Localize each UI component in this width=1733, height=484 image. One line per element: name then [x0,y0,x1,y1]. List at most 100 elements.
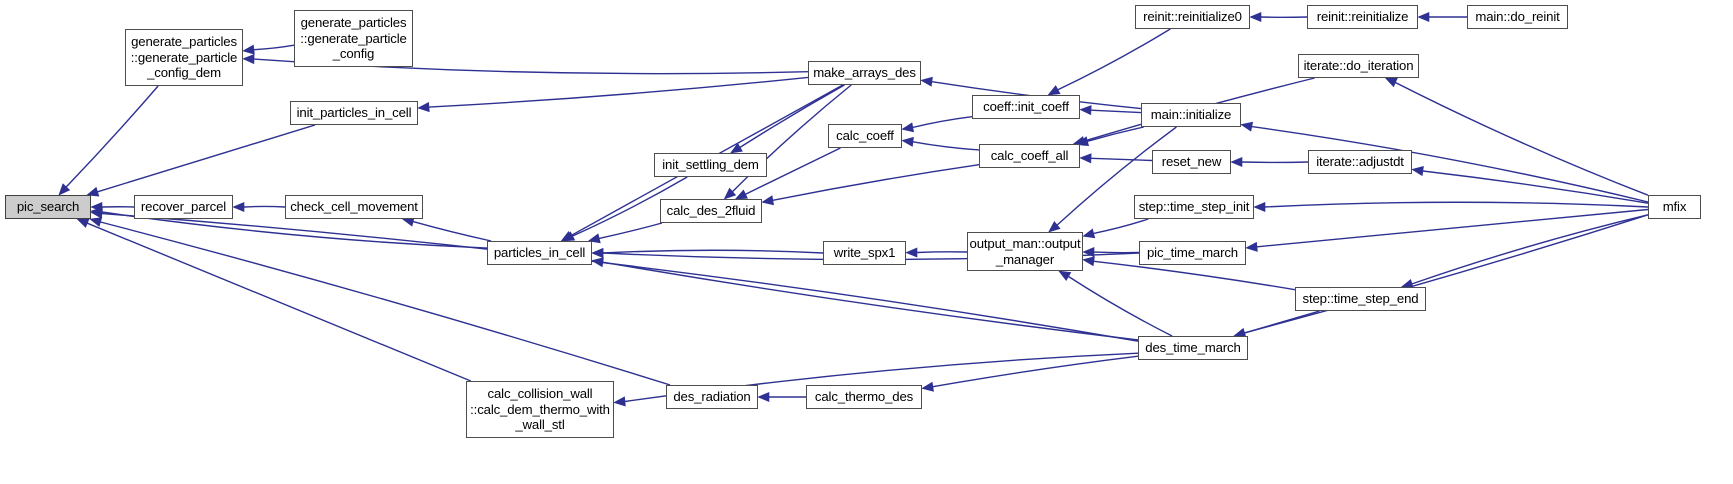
graph-edge-arrowhead [723,187,737,200]
graph-edge-arrowhead [1417,11,1430,23]
graph-node-label: mfix [1662,199,1687,215]
graph-node-label: calc_des_2fluid [666,203,756,219]
graph-node-calc_coeff_all[interactable]: calc_coeff_all [979,144,1080,168]
graph-edge-mfix-to-main_initialize [1251,125,1649,203]
graph-node-calc_des_2fluid[interactable]: calc_des_2fluid [660,199,762,223]
graph-node-mfix[interactable]: mfix [1648,195,1701,219]
graph-edge-write_spx1-to-particles_in_cell [602,249,824,254]
graph-node-des_radiation[interactable]: des_radiation [666,385,758,409]
graph-node-particles_in_cell[interactable]: particles_in_cell [487,241,592,265]
graph-node-init_particles_in_cell[interactable]: init_particles_in_cell [290,101,418,125]
graph-node-reset_new[interactable]: reset_new [1152,150,1231,174]
graph-node-check_cell_movement[interactable]: check_cell_movement [285,195,423,219]
graph-node-label: step::time_step_end [1302,291,1419,307]
graph-node-label: des_time_march [1145,340,1241,356]
graph-node-label: output_man::output _manager [969,236,1081,267]
graph-node-label: calc_collision_wall ::calc_dem_thermo_wi… [470,386,610,433]
graph-edge-arrowhead [1082,228,1096,239]
graph-node-recover_parcel[interactable]: recover_parcel [134,195,233,219]
graph-node-coeff_init_coeff[interactable]: coeff::init_coeff [972,95,1080,119]
graph-node-time_step_init[interactable]: step::time_step_init [1134,195,1254,219]
graph-edge-arrowhead [1230,156,1243,168]
graph-edge-coeff_init_coeff-to-calc_coeff [912,116,973,129]
graph-edge-arrowhead [417,102,430,113]
graph-node-calc_coeff[interactable]: calc_coeff [828,124,902,148]
graph-edge-calc_des_2fluid-to-particles_in_cell [599,222,663,240]
graph-edge-arrowhead [901,136,914,147]
graph-node-label: init_settling_dem [662,157,759,173]
graph-node-adjustdt[interactable]: iterate::adjustdt [1308,150,1412,174]
graph-edge-gp_config_dem-to-pic_search [65,85,159,188]
graph-node-time_step_end[interactable]: step::time_step_end [1295,287,1426,311]
graph-edge-init_particles_in_cell-to-pic_search [97,124,316,193]
graph-node-label: iterate::adjustdt [1316,154,1404,170]
graph-edge-arrowhead [242,54,255,65]
graph-node-label: make_arrays_des [813,65,916,81]
graph-edge-arrowhead [921,381,934,392]
graph-edge-arrowhead [587,233,601,244]
graph-node-gp_config_dem[interactable]: generate_particles ::generate_particle _… [125,29,243,86]
graph-node-output_manager[interactable]: output_man::output _manager [967,232,1083,271]
graph-node-init_settling_dem[interactable]: init_settling_dem [654,153,767,177]
graph-edge-reinitialize0-to-coeff_init_coeff [1057,28,1171,91]
graph-node-write_spx1[interactable]: write_spx1 [823,241,906,265]
graph-node-label: coeff::init_coeff [983,99,1069,115]
graph-edge-gp_config-to-gp_config_dem [253,44,295,51]
graph-edge-time_step_end-to-output_manager [1093,260,1296,291]
graph-edge-arrowhead [90,208,103,219]
graph-edge-arrowhead [613,396,626,407]
graph-node-label: main::do_reinit [1475,9,1560,25]
graph-node-do_iteration[interactable]: iterate::do_iteration [1298,54,1419,78]
graph-edge-arrowhead [905,247,918,258]
graph-edge-mfix-to-pic_time_march [1256,208,1649,248]
graph-node-label: des_radiation [673,389,751,405]
graph-edge-arrowhead [58,183,71,196]
graph-node-label: pic_time_march [1147,245,1238,261]
graph-edge-arrowhead [1082,247,1095,258]
graph-edge-arrowhead [757,391,770,403]
graph-node-reinitialize0[interactable]: reinit::reinitialize0 [1135,5,1250,29]
graph-node-reinitialize[interactable]: reinit::reinitialize [1307,5,1418,29]
graph-node-des_time_march[interactable]: des_time_march [1138,336,1248,360]
graph-edge-make_arrays_des-to-init_particles_in_cell [428,76,809,108]
graph-node-make_arrays_des[interactable]: make_arrays_des [808,61,921,85]
graph-node-calc_thermo_des[interactable]: calc_thermo_des [806,385,922,409]
graph-edge-arrowhead [761,195,774,206]
graph-edge-arrowhead [1079,153,1092,164]
graph-edge-arrowhead [1082,256,1095,267]
graph-edge-particles_in_cell-to-pic_search [101,211,488,249]
graph-edge-mfix-to-time_step_end [1411,214,1649,285]
graph-edge-calc_collision_wall-to-pic_search [87,222,472,382]
graph-edge-make_arrays_des-to-calc_des_2fluid [732,84,852,193]
graph-node-do_reinit[interactable]: main::do_reinit [1467,5,1568,29]
graph-edge-make_arrays_des-to-init_settling_dem [739,84,845,148]
graph-node-label: check_cell_movement [290,199,418,215]
graph-edge-arrowhead [1047,85,1061,96]
graph-edge-particles_in_cell-to-check_cell_movement [412,220,492,242]
graph-edge-main_initialize-to-coeff_init_coeff [1090,109,1142,114]
graph-edge-arrowhead [242,44,255,55]
graph-edge-arrowhead [1411,165,1424,177]
graph-edge-calc_coeff_all-to-calc_des_2fluid [772,164,980,201]
graph-node-main_initialize[interactable]: main::initialize [1141,103,1241,127]
graph-node-label: calc_thermo_des [814,389,914,405]
graph-node-label: main::initialize [1150,107,1232,123]
graph-edge-arrowhead [1048,220,1061,233]
graph-edge-init_settling_dem-to-particles_in_cell [572,176,688,237]
graph-node-gp_config[interactable]: generate_particles ::generate_particle _… [294,10,413,67]
graph-edge-des_time_march-to-particles_in_cell [602,261,1139,341]
graph-edge-arrowhead [1240,121,1254,132]
graph-node-label: recover_parcel [140,199,227,215]
graph-node-pic_time_march[interactable]: pic_time_march [1139,241,1246,265]
graph-node-label: pic_search [16,199,80,215]
graph-edge-arrowhead [901,122,914,133]
graph-node-label: write_spx1 [833,245,896,261]
graph-node-label: step::time_step_init [1138,199,1250,215]
graph-edge-arrowhead [1384,77,1398,88]
graph-node-calc_collision_wall[interactable]: calc_collision_wall ::calc_dem_thermo_wi… [466,381,614,438]
graph-edge-output_manager-to-write_spx1 [916,251,968,254]
graph-edge-arrowhead [76,218,90,228]
graph-node-pic_search[interactable]: pic_search [5,195,91,219]
graph-node-label: calc_coeff [836,128,894,144]
